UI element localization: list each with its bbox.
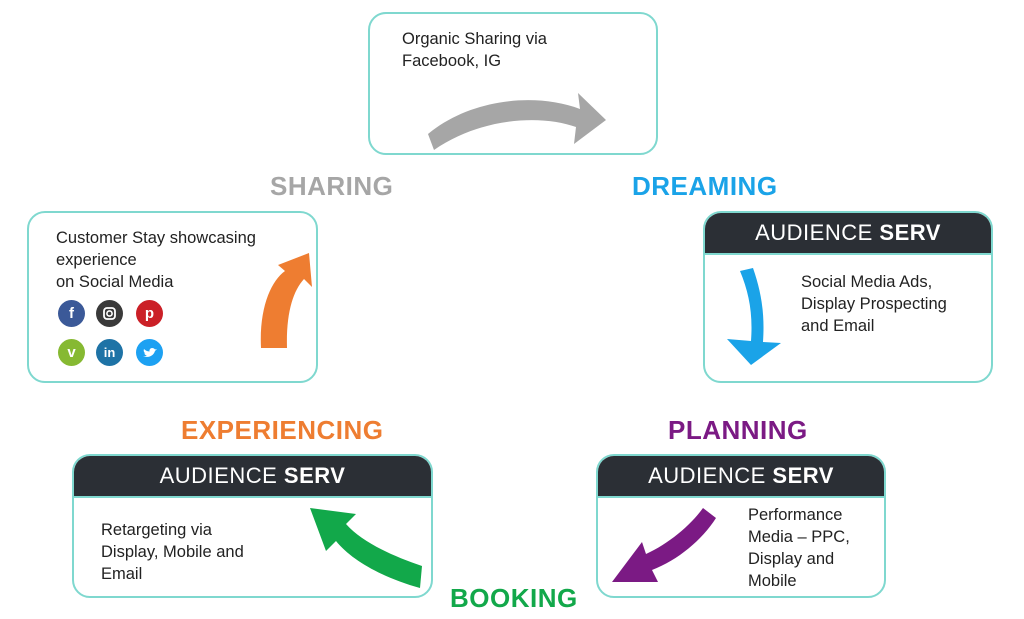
purple-arrow-down-left <box>612 508 716 582</box>
facebook-icon: f <box>58 300 85 327</box>
customer-stay-box: Customer Stay showcasing experience on S… <box>27 211 318 383</box>
gray-arrow-right <box>428 93 606 150</box>
stage-dreaming: DREAMING <box>632 171 778 201</box>
green-arrow-left <box>310 508 422 588</box>
brand-light: AUDIENCE <box>159 463 284 488</box>
pinterest-icon: p <box>136 300 163 327</box>
organic-sharing-box: Organic Sharing via Facebook, IG <box>368 12 658 155</box>
dreaming-text: Social Media Ads, Display Prospecting an… <box>801 273 947 335</box>
dreaming-box: AUDIENCE SERV Social Media Ads, Display … <box>703 211 993 383</box>
linkedin-icon: in <box>96 339 123 366</box>
audience-serv-header: AUDIENCE SERV <box>705 213 991 255</box>
audience-serv-header: AUDIENCE SERV <box>74 456 431 498</box>
stage-planning: PLANNING <box>668 415 808 445</box>
planning-box: AUDIENCE SERV Performance Media – PPC, D… <box>596 454 886 598</box>
stage-experiencing: EXPERIENCING <box>181 415 384 445</box>
brand-bold: SERV <box>772 463 834 488</box>
planning-text: Performance Media – PPC, Display and Mob… <box>748 506 850 590</box>
stage-sharing: SHARING <box>270 171 394 201</box>
stage-booking: BOOKING <box>450 583 578 613</box>
twitter-icon <box>136 339 163 366</box>
experiencing-box: AUDIENCE SERV Retargeting via Display, M… <box>72 454 433 598</box>
customer-stay-text: Customer Stay showcasing experience on S… <box>56 229 256 291</box>
vimeo-icon: v <box>58 339 85 366</box>
organic-sharing-text: Organic Sharing via Facebook, IG <box>402 30 547 70</box>
experiencing-text: Retargeting via Display, Mobile and Emai… <box>101 521 244 583</box>
brand-light: AUDIENCE <box>755 220 880 245</box>
brand-bold: SERV <box>879 220 941 245</box>
blue-arrow-down <box>727 268 781 365</box>
orange-arrow-up <box>260 253 312 348</box>
instagram-icon <box>96 300 123 327</box>
brand-light: AUDIENCE <box>648 463 773 488</box>
audience-serv-header: AUDIENCE SERV <box>598 456 884 498</box>
brand-bold: SERV <box>283 463 346 488</box>
